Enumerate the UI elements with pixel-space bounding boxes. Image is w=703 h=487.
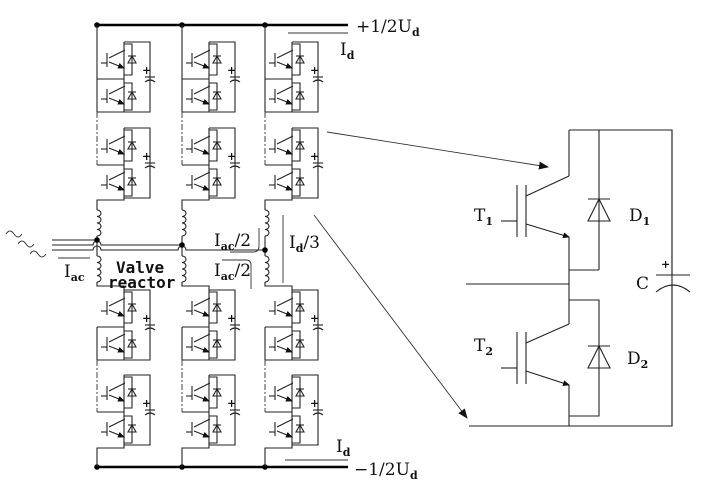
submodule: + bbox=[182, 127, 241, 199]
submodule: + bbox=[97, 41, 156, 113]
igbt-t1-icon bbox=[501, 175, 570, 239]
submodule: + bbox=[182, 289, 241, 361]
iac-half-upper-label: Iac/2 bbox=[214, 231, 251, 253]
submodule-detail: T1 T2 D1 D2 C + bbox=[466, 129, 691, 427]
id-bottom-label: Id bbox=[336, 437, 351, 459]
valve-reactor-icon bbox=[96, 255, 102, 283]
t2-label: T2 bbox=[474, 336, 493, 358]
iac-half-lower-label: Iac/2 bbox=[214, 261, 251, 283]
diode-d1-icon bbox=[587, 197, 611, 222]
ac-source-icon bbox=[5, 230, 47, 258]
negative-dc-label: −1/2Ud bbox=[354, 460, 418, 482]
iac-half-upper-arrow bbox=[230, 228, 260, 253]
svg-text:+: + bbox=[227, 64, 236, 77]
phase-leg bbox=[179, 22, 210, 470]
svg-text:+: + bbox=[227, 312, 236, 325]
valve-reactor-icon bbox=[181, 209, 187, 237]
capacitor-label: C bbox=[636, 274, 649, 294]
svg-text:+: + bbox=[310, 312, 319, 325]
iac-label: Iac bbox=[64, 262, 85, 284]
svg-text:+: + bbox=[227, 397, 236, 410]
svg-text:+: + bbox=[227, 150, 236, 163]
submodule: + bbox=[97, 289, 156, 361]
svg-text:+: + bbox=[310, 150, 319, 163]
submodule: + bbox=[265, 127, 324, 199]
svg-text:+: + bbox=[142, 397, 151, 410]
phase-b-node bbox=[179, 242, 185, 248]
id-third-label: Id/3 bbox=[289, 233, 320, 255]
iac-half-lower-arrow bbox=[222, 259, 252, 289]
phase-c-node bbox=[262, 247, 268, 253]
t1-label: T1 bbox=[474, 206, 493, 228]
valve-reactor-icon bbox=[264, 209, 270, 237]
phase-legs: + + + + + + + + + + + + bbox=[94, 22, 324, 470]
valve-reactor-label-line1: Valve bbox=[116, 258, 164, 277]
svg-text:+: + bbox=[142, 64, 151, 77]
svg-text:+: + bbox=[310, 64, 319, 77]
submodule: + bbox=[182, 374, 241, 446]
valve-reactor-icon bbox=[96, 209, 102, 237]
phase-leg bbox=[262, 22, 293, 470]
capacitor-plus-label: + bbox=[661, 258, 670, 271]
svg-text:+: + bbox=[142, 312, 151, 325]
submodule: + bbox=[97, 374, 156, 446]
d1-label: D1 bbox=[629, 206, 650, 228]
capacitor-c-icon bbox=[655, 130, 691, 426]
submodule: + bbox=[182, 41, 241, 113]
valve-reactor-label-line2: reactor bbox=[108, 273, 175, 292]
svg-text:+: + bbox=[142, 150, 151, 163]
diode-d2-icon bbox=[587, 344, 611, 369]
detail-pointer-arrow-bottom bbox=[313, 214, 468, 419]
valve-reactor-icon bbox=[264, 255, 270, 283]
submodule: + bbox=[265, 289, 324, 361]
d2-label: D2 bbox=[627, 349, 648, 371]
igbt-t2-icon bbox=[501, 323, 570, 386]
valve-reactor-icon bbox=[181, 255, 187, 283]
submodule: + bbox=[265, 374, 324, 446]
positive-dc-label: +1/2Ud bbox=[356, 17, 420, 39]
submodule: + bbox=[265, 41, 324, 113]
id-top-label: Id bbox=[340, 40, 355, 62]
submodule: + bbox=[97, 127, 156, 199]
svg-text:+: + bbox=[310, 397, 319, 410]
detail-pointer-arrow-top bbox=[326, 131, 549, 170]
phase-a-node bbox=[94, 237, 100, 243]
